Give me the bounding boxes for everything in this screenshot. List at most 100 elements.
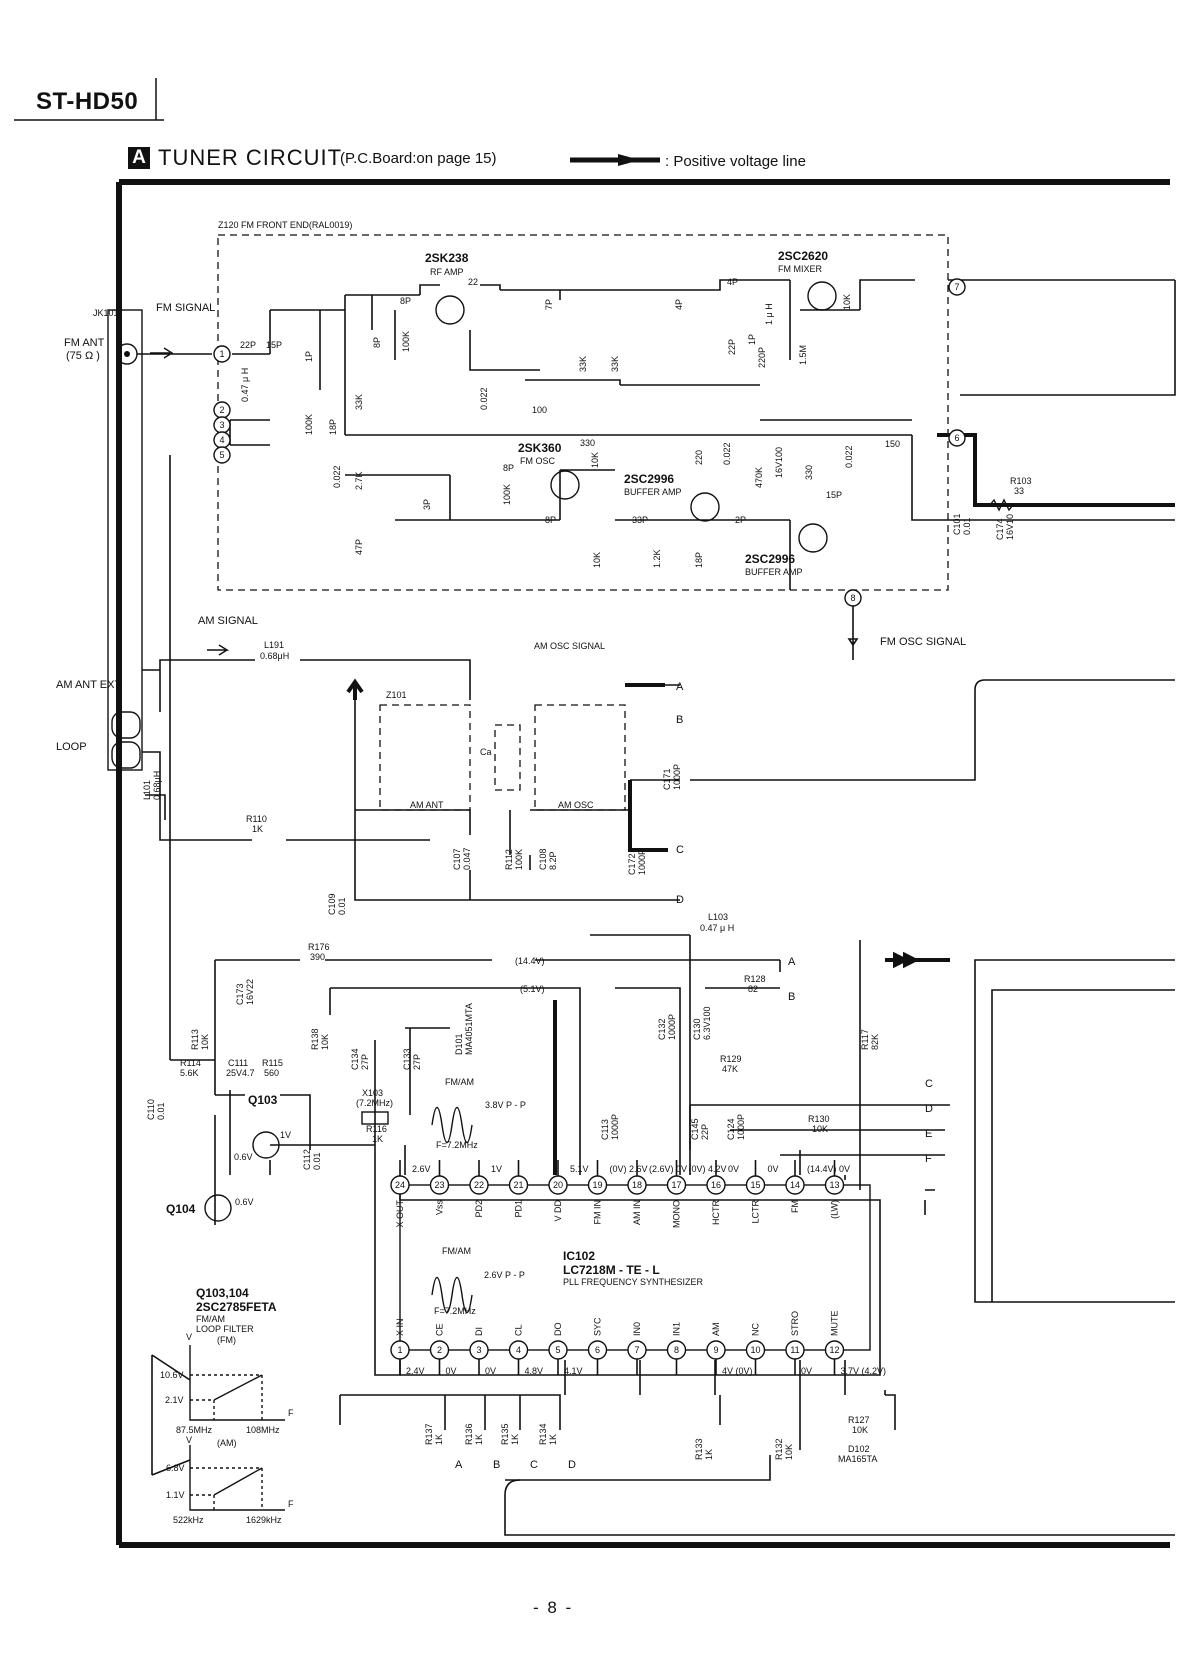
l101-value: 0.68μH xyxy=(152,771,162,800)
am-graph-high-voltage: 6.8V xyxy=(166,1463,185,1473)
ic102-bottom-pin-circle xyxy=(508,1340,529,1360)
c18p: 18P xyxy=(328,419,338,435)
fm-graph-low-voltage: 2.1V xyxy=(165,1395,184,1405)
c110-value: 0.01 xyxy=(156,1102,166,1120)
c132-value: 1000P xyxy=(667,1014,677,1040)
ic102-bottom-pin-number: 4 xyxy=(516,1345,521,1355)
q103-base-voltage: 0.6V xyxy=(234,1152,253,1162)
ic102-top-pin-name: FM xyxy=(790,1200,800,1213)
l1u: 1 μ H xyxy=(764,303,774,325)
ic102-top-pin-circle xyxy=(390,1175,410,1195)
c130-value: 6.3V100 xyxy=(702,1006,712,1040)
x103-ref: X103 xyxy=(362,1088,383,1098)
r220: 220 xyxy=(694,450,704,465)
r22: 22 xyxy=(468,277,478,287)
r137-value: 1K xyxy=(434,1434,444,1445)
r136-value: 1K xyxy=(474,1434,484,1445)
d102-ref: D102 xyxy=(848,1444,870,1454)
ic102-top-pin-voltage: 2.6V xyxy=(412,1164,431,1174)
c7p: 7P xyxy=(544,299,554,310)
r133-ref: R133 xyxy=(694,1438,704,1460)
am-graph-axis-f: F xyxy=(288,1499,294,1509)
am-ant-coil-label: AM ANT xyxy=(410,800,444,810)
am-signal-arrow-icon xyxy=(207,644,230,656)
ic102-top-pin-name: (LW) xyxy=(830,1200,840,1219)
ic102-bottom-pin-number: 1 xyxy=(397,1345,402,1355)
ic102-bottom-pin-circle xyxy=(824,1340,845,1360)
page-number: - 8 - xyxy=(533,1598,574,1617)
r113-value: 10K xyxy=(200,1034,210,1050)
r33k: 33K xyxy=(354,394,364,410)
ic102-top-pin-circle xyxy=(429,1175,450,1195)
ic102-top-pin-name: V DD xyxy=(553,1200,563,1222)
c15p-2: 15P xyxy=(826,490,842,500)
r112-ref: R112 xyxy=(504,849,514,870)
ic102-top-pin-number: 23 xyxy=(434,1180,444,1190)
r117-value: 82K xyxy=(870,1034,880,1050)
am-graph-tag: (AM) xyxy=(217,1438,237,1448)
r114-ref: R114 xyxy=(180,1058,201,1068)
q-buffer-amp-2-part: 2SC2996 xyxy=(745,552,795,566)
c16v100: 16V100 xyxy=(774,447,784,478)
r135-ref: R135 xyxy=(500,1423,510,1445)
am-varicap-box xyxy=(494,724,521,791)
ic102-bottom-pin-name: CE xyxy=(435,1323,445,1336)
r116-ref: R116 xyxy=(366,1124,387,1134)
c172-ref: C172 xyxy=(627,853,637,875)
l191-value: 0.68μH xyxy=(260,651,289,661)
section-title: TUNER CIRCUIT xyxy=(158,145,343,170)
ic102-bottom-pin-circle xyxy=(429,1340,450,1360)
r138-value: 10K xyxy=(320,1034,330,1050)
ic102-top-pin-name: MONO xyxy=(672,1200,682,1228)
c171-value: 1000P xyxy=(672,764,682,790)
ic102-top-pin-circle xyxy=(785,1175,805,1195)
fm-ant-impedance: (75 Ω ) xyxy=(66,350,100,362)
ic102-bottom-pin-circle xyxy=(706,1340,726,1360)
x103-value: (7.2MHz) xyxy=(356,1098,393,1108)
q-fm-mixer-part: 2SC2620 xyxy=(778,249,828,263)
r100k-2: 100K xyxy=(304,414,314,435)
c112-value: 0.01 xyxy=(312,1152,322,1170)
ic102-top-pin-voltage: (0V) 2.6V xyxy=(610,1164,648,1174)
q-buffer-amp-2-function: BUFFER AMP xyxy=(745,567,803,577)
r103-value: 33 xyxy=(1014,486,1024,496)
c18p-2: 18P xyxy=(694,552,704,568)
filter-transistor-part: 2SC2785FETA xyxy=(196,1300,277,1314)
r128-value: 82 xyxy=(748,984,758,994)
ic102-bottom-pin-number: 3 xyxy=(476,1345,481,1355)
am-filter-graph xyxy=(189,1445,285,1511)
c111-ref: C111 xyxy=(228,1058,248,1068)
filter-function: LOOP FILTER xyxy=(196,1324,254,1334)
front-end-pins: 1 2 3 4 5 6 7 8 xyxy=(213,278,966,607)
r130-ref: R130 xyxy=(808,1114,830,1124)
r127-ref: R127 xyxy=(848,1415,870,1425)
q-rf-amp-function: RF AMP xyxy=(430,267,464,277)
am-graph-low-voltage: 1.1V xyxy=(166,1490,185,1500)
fm-osc-signal-line xyxy=(847,606,859,660)
pll-bus-right-a: A xyxy=(788,956,796,968)
ic102-bottom-pin-number: 9 xyxy=(713,1345,718,1355)
fm-graph-freq-high: 108MHz xyxy=(246,1425,280,1435)
am-osc-signal-label: AM OSC SIGNAL xyxy=(534,641,605,651)
r100k-3: 100K xyxy=(502,484,512,505)
r12k: 1.2K xyxy=(652,549,662,568)
loop-label: LOOP xyxy=(56,741,87,753)
ic102-top-pin-number: 19 xyxy=(592,1180,602,1190)
positive-voltage-line-legend-arrow-icon xyxy=(570,154,660,166)
c1p-2: 1P xyxy=(747,334,757,345)
r137-ref: R137 xyxy=(424,1423,434,1445)
fm-positive-voltage-line xyxy=(937,433,1175,507)
c173-ref: C173 xyxy=(235,983,245,1005)
r112-value: 100K xyxy=(514,849,524,870)
q104-transistor xyxy=(204,1194,232,1222)
filter-transistor-list: Q103,104 xyxy=(196,1286,249,1300)
fm-filter-graph xyxy=(189,1345,285,1421)
ic102-bottom-pin-circle xyxy=(666,1340,687,1360)
ic102-top-pin-voltage: (2.6V) 0V xyxy=(649,1164,687,1174)
c0022d: 0.022 xyxy=(332,465,342,488)
l103-value: 0.47 μ H xyxy=(700,923,734,933)
r117-ref: R117 xyxy=(860,1029,870,1050)
am-graph-freq-low: 522kHz xyxy=(173,1515,204,1525)
fe-pin-6: 6 xyxy=(954,433,959,443)
